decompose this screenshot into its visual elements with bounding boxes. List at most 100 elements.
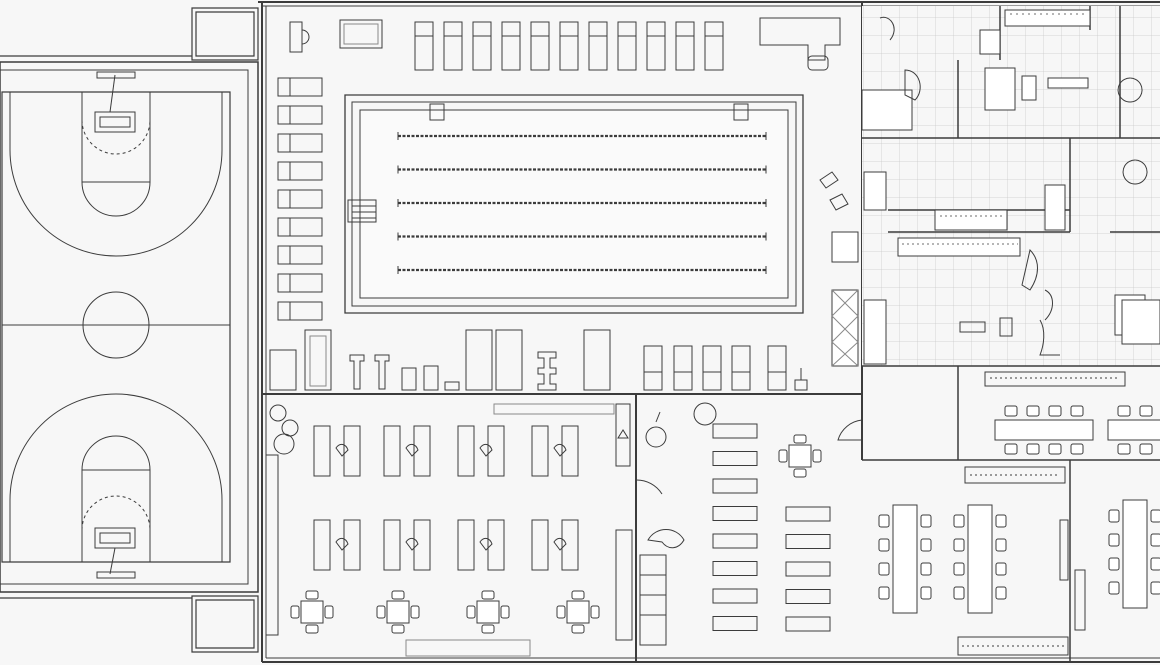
bench: [713, 589, 757, 603]
chair: [336, 444, 348, 456]
chair: [1118, 406, 1130, 416]
chair: [1140, 444, 1152, 454]
pool-lounger: [278, 246, 322, 264]
chair: [1049, 406, 1061, 416]
fitness-studio: [266, 404, 630, 656]
bench: [713, 617, 757, 631]
chair: [1005, 406, 1017, 416]
desk: [414, 426, 430, 476]
bench: [786, 535, 830, 549]
pool-lounger: [415, 22, 433, 70]
desk: [532, 426, 548, 476]
chair: [480, 538, 492, 550]
chair: [921, 587, 931, 599]
chair: [1109, 558, 1119, 570]
bench: [713, 452, 757, 466]
chair: [996, 563, 1006, 575]
bench: [713, 562, 757, 576]
lounge: [616, 403, 862, 645]
desk: [532, 520, 548, 570]
desk: [384, 520, 400, 570]
pool-lounger: [278, 302, 322, 320]
pool-lounger: [705, 22, 723, 70]
pool-chair: [768, 346, 786, 390]
chair: [554, 444, 566, 456]
chair: [1109, 582, 1119, 594]
chair: [921, 539, 931, 551]
chair: [879, 587, 889, 599]
chair: [1140, 406, 1152, 416]
desk: [562, 520, 578, 570]
desk: [458, 426, 474, 476]
meeting-table: [893, 505, 917, 613]
bench: [786, 507, 830, 521]
pool-lounger: [473, 22, 491, 70]
chair: [336, 538, 348, 550]
pool-chair: [732, 346, 750, 390]
pool-lounger: [278, 134, 322, 152]
pool-chair: [644, 346, 662, 390]
pool-lounger: [618, 22, 636, 70]
bench: [713, 424, 757, 438]
bench: [713, 534, 757, 548]
desk: [314, 520, 330, 570]
desk: [458, 520, 474, 570]
chair: [954, 587, 964, 599]
desk: [344, 426, 360, 476]
chair: [406, 538, 418, 550]
bench: [786, 617, 830, 631]
pool-hall: [270, 18, 840, 390]
pool-lounger: [502, 22, 520, 70]
chair: [921, 563, 931, 575]
chair: [954, 515, 964, 527]
locker-rooms: [820, 6, 1160, 366]
desk: [314, 426, 330, 476]
chair: [1109, 534, 1119, 546]
basketball-court: [0, 62, 258, 592]
bench: [713, 507, 757, 521]
pool-lounger: [676, 22, 694, 70]
chair: [406, 444, 418, 456]
pool-lounger: [589, 22, 607, 70]
chair: [1109, 510, 1119, 522]
desk: [414, 520, 430, 570]
pool-lounger: [278, 106, 322, 124]
chair: [480, 444, 492, 456]
desk: [384, 426, 400, 476]
pool-lounger: [278, 190, 322, 208]
pool-lounger: [444, 22, 462, 70]
pool-lounger: [647, 22, 665, 70]
chair: [954, 539, 964, 551]
bench: [786, 590, 830, 604]
pool-chair: [674, 346, 692, 390]
chair: [921, 515, 931, 527]
desk: [488, 520, 504, 570]
chair: [1151, 558, 1160, 570]
pool-lounger: [278, 274, 322, 292]
pool-lounger: [278, 78, 322, 96]
pool-chair: [703, 346, 721, 390]
meeting-table: [1123, 500, 1147, 608]
chair: [879, 515, 889, 527]
desk: [344, 520, 360, 570]
pool-lounger: [531, 22, 549, 70]
meeting-table: [995, 420, 1093, 440]
chair: [954, 563, 964, 575]
chair: [1027, 406, 1039, 416]
pool-lounger: [278, 162, 322, 180]
chair: [1049, 444, 1061, 454]
chair: [879, 563, 889, 575]
exterior-walls: [258, 2, 1160, 662]
chair: [996, 515, 1006, 527]
desk: [488, 426, 504, 476]
chair: [879, 539, 889, 551]
chair: [1118, 444, 1130, 454]
chair: [1151, 582, 1160, 594]
desk: [562, 426, 578, 476]
pool-lounger: [278, 218, 322, 236]
chair: [996, 539, 1006, 551]
pool-lounger: [560, 22, 578, 70]
chair: [1151, 510, 1160, 522]
meeting-rooms: [862, 366, 1160, 662]
